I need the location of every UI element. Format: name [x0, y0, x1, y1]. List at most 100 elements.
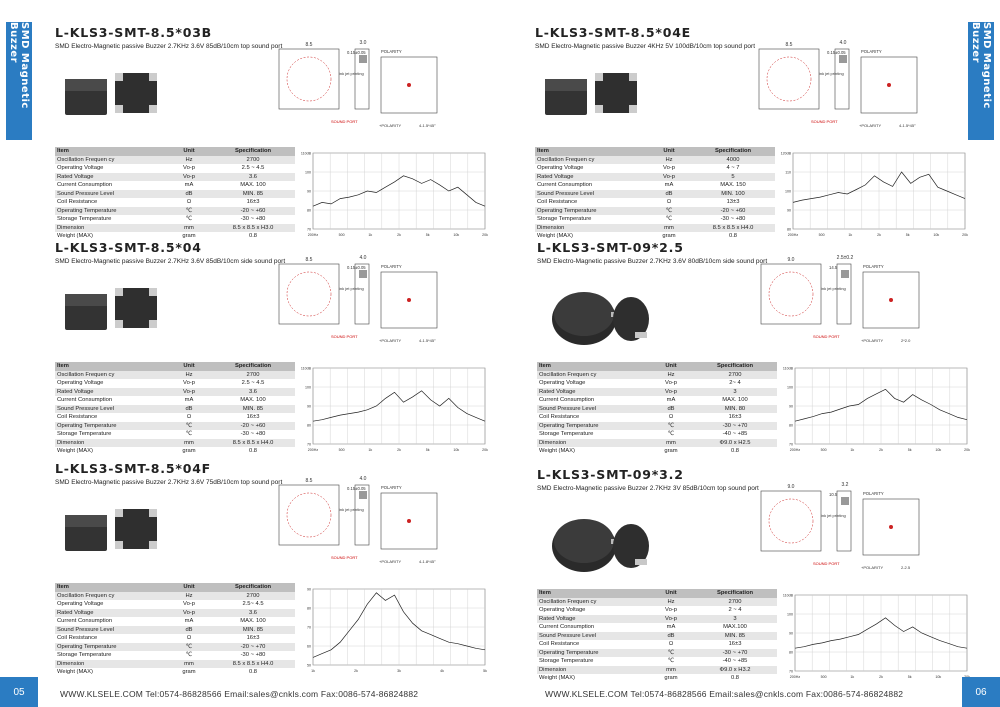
- sound-port-label: SOUND PORT: [331, 555, 358, 560]
- spec-cell: Ω: [167, 413, 211, 422]
- spec-cell: MIN. 100: [691, 189, 775, 198]
- graph-x-tick: 4k: [440, 669, 444, 673]
- spec-cell: Vo-p: [167, 172, 211, 181]
- graph-x-tick: 5k: [908, 675, 912, 679]
- spec-cell: 16±3: [211, 634, 295, 643]
- product-subtitle: SMD Electro-Magnetic passive Buzzer 4KHz…: [535, 43, 756, 50]
- spec-header-cell: Item: [55, 362, 167, 371]
- buzzer-photo: [65, 509, 157, 551]
- spec-cell: gram: [649, 447, 693, 456]
- graph-x-tick: 500: [819, 233, 825, 237]
- dim-tolerance: 0.15±0.05: [827, 50, 846, 55]
- spec-cell: 8.5 x 8.5 x H4.0: [211, 438, 295, 447]
- spec-cell: Vo-p: [167, 387, 211, 396]
- spec-cell: Hz: [167, 155, 211, 164]
- spec-row: Operating Temperature℃-20 ~ +70: [55, 642, 295, 651]
- spec-cell: mA: [649, 396, 693, 405]
- inkjet-label: ink jet printing: [821, 286, 846, 291]
- side-tab-right: SMD Magnetic Buzzer: [968, 22, 994, 140]
- graph-y-tick: 100: [787, 386, 793, 390]
- spec-cell: Dimension: [537, 665, 649, 674]
- spec-cell: -20 ~ +70: [211, 642, 295, 651]
- spec-cell: Sound Pressure Level: [55, 404, 167, 413]
- graph-x-tick: 2k: [397, 233, 401, 237]
- spec-header-cell: Unit: [649, 589, 693, 598]
- spec-header-cell: Item: [535, 147, 647, 156]
- graph-x-tick: 20k: [482, 233, 488, 237]
- spec-cell: Operating Voltage: [55, 164, 167, 173]
- spec-header-cell: Specification: [691, 147, 775, 156]
- graph-y-tick: 110dB: [783, 367, 794, 371]
- dim-width: 8.5: [306, 42, 313, 48]
- spec-cell: Storage Temperature: [535, 215, 647, 224]
- spec-cell: 2~ 4: [693, 379, 777, 388]
- spec-cell: Operating Temperature: [537, 648, 649, 657]
- spec-cell: Sound Pressure Level: [55, 189, 167, 198]
- spec-cell: ℃: [167, 215, 211, 224]
- graph-y-tick: 110dB: [783, 594, 794, 598]
- inkjet-label: ink jet printing: [339, 286, 364, 291]
- pad-label: 2*2.0: [901, 338, 911, 343]
- spec-cell: MAX. 100: [211, 617, 295, 626]
- spec-cell: Coil Resistance: [55, 634, 167, 643]
- spec-cell: Operating Voltage: [537, 606, 649, 615]
- polarity-label: POLARITY: [863, 264, 884, 269]
- spec-row: Storage Temperature℃-40 ~ +85: [537, 657, 777, 666]
- polarity-label: POLARITY: [381, 49, 402, 54]
- dim-thickness: 3.2: [842, 482, 849, 488]
- spec-cell: 13±3: [691, 198, 775, 207]
- graph-x-tick: 10k: [453, 448, 459, 452]
- response-curve: [792, 171, 966, 203]
- graph-x-tick: 500: [821, 448, 827, 452]
- spec-cell: Operating Temperature: [55, 206, 167, 215]
- spec-cell: Operating Temperature: [55, 421, 167, 430]
- spec-header-cell: Specification: [693, 589, 777, 598]
- graph-x-tick: 5k: [426, 233, 430, 237]
- graph-x-tick: 5k: [483, 669, 487, 673]
- graph-x-tick: 2k: [879, 675, 883, 679]
- spec-cell: Hz: [649, 370, 693, 379]
- spec-cell: Ω: [167, 634, 211, 643]
- graph-y-tick: 120dB: [781, 152, 792, 156]
- spec-row: Operating Temperature℃-20 ~ +60: [535, 206, 775, 215]
- graph-y-tick: 110dB: [301, 367, 312, 371]
- graph-y-tick: 70: [307, 626, 311, 630]
- dim-thickness: 4.0: [360, 255, 367, 261]
- dim-width: 9.0: [788, 484, 795, 490]
- response-curve: [312, 175, 486, 207]
- polarity-label: POLARITY: [863, 491, 884, 496]
- footer-contact-left: WWW.KLSELE.COM Tel:0574-86828566 Email:s…: [60, 689, 419, 699]
- product-subtitle: SMD Electro-Magnetic passive Buzzer 2.7K…: [55, 479, 283, 486]
- spec-cell: Ω: [649, 413, 693, 422]
- spec-cell: 8.5 x 8.5 x H3.0: [211, 223, 295, 232]
- spec-cell: 4 ~ 7: [691, 164, 775, 173]
- graph-x-tick: 1k: [311, 669, 315, 673]
- graph-y-tick: 80: [787, 228, 791, 232]
- spec-cell: Φ9.0 x H2.5: [693, 438, 777, 447]
- spec-cell: Operating Temperature: [55, 642, 167, 651]
- pad-label: 4-1.5*45°: [899, 123, 916, 128]
